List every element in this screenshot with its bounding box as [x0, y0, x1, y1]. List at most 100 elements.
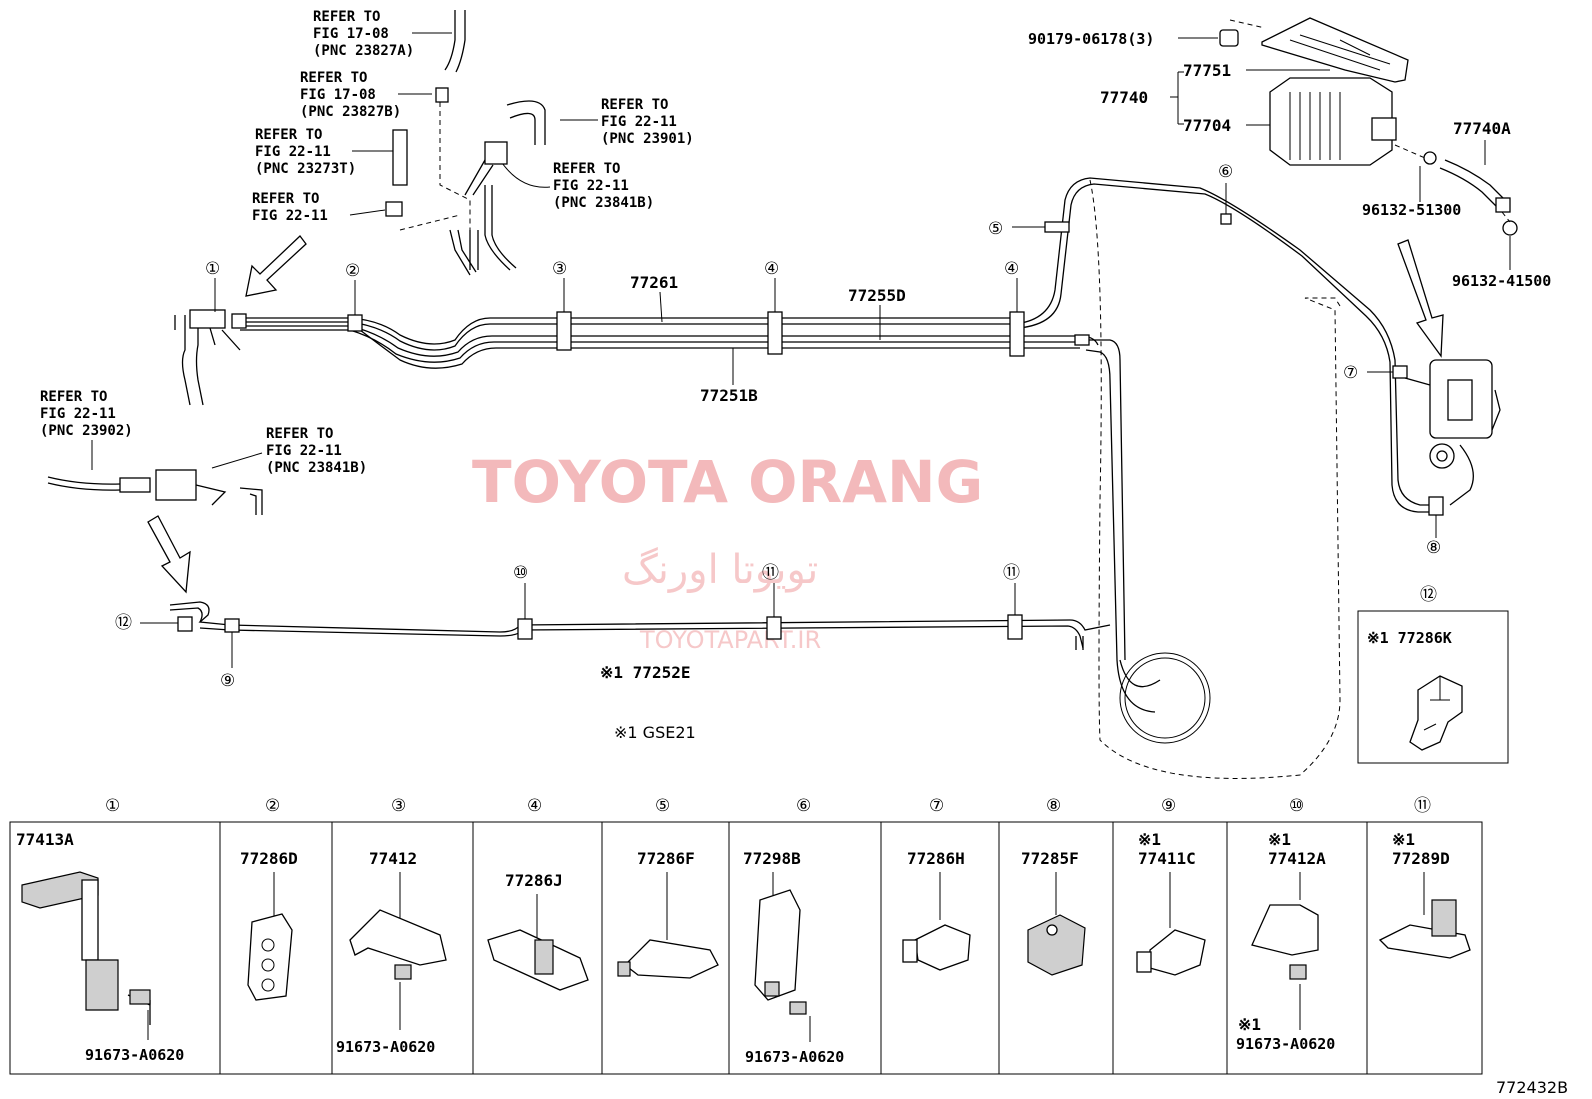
charcoal-canister [1219, 17, 1518, 270]
table-part-7: 77286H [907, 849, 965, 868]
watermark-title: TOYOTA ORANG [472, 448, 983, 516]
svg-text:FIG 17-08: FIG 17-08 [313, 26, 389, 42]
svg-text:FIG 22-11: FIG 22-11 [601, 114, 677, 130]
figure-id: 772432B [1496, 1078, 1568, 1097]
callout-10: ⑩ [513, 563, 528, 583]
callout-5: ⑤ [988, 219, 1003, 239]
table-mark-9: ※1 [1138, 830, 1161, 849]
label-gse21: ※1 GSE21 [614, 723, 696, 742]
table-header-3: ③ [391, 796, 406, 816]
callout-3: ③ [552, 259, 567, 279]
pipe-clamps [224, 213, 1444, 640]
reference-2: REFER TO FIG 17-08 (PNC 23827B) [300, 70, 432, 120]
table-bolt-3: 91673-A0620 [336, 1038, 435, 1056]
svg-text:(PNC 23841B): (PNC 23841B) [553, 195, 654, 211]
label-77255D: 77255D [848, 286, 906, 305]
table-part-10: 77412A [1268, 849, 1326, 868]
svg-text:REFER TO: REFER TO [300, 70, 367, 86]
callout-4-b: ④ [1004, 259, 1019, 279]
svg-text:REFER TO: REFER TO [266, 426, 333, 442]
clamp-table: ① ② ③ ④ ⑤ ⑥ ⑦ ⑧ ⑨ ⑩ ⑪ 77413A 91673-A0620… [9, 796, 1483, 1075]
front-connector [174, 309, 247, 406]
label-77251B: 77251B [700, 386, 758, 405]
filler-hose-assembly [47, 469, 263, 515]
svg-text:REFER TO: REFER TO [553, 161, 620, 177]
table-header-11: ⑪ [1414, 796, 1431, 816]
svg-text:※1 77286K: ※1 77286K [1367, 629, 1452, 647]
callout-8: ⑧ [1426, 538, 1441, 558]
label-77740A: 77740A [1453, 119, 1511, 138]
svg-text:(PNC 23827B): (PNC 23827B) [300, 104, 401, 120]
table-header-4: ④ [527, 796, 542, 816]
callout-9: ⑨ [220, 671, 235, 691]
svg-text:(PNC 23841B): (PNC 23841B) [266, 460, 367, 476]
svg-text:(PNC 23827A): (PNC 23827A) [313, 43, 414, 59]
upper-pipe-bundle [240, 177, 1440, 779]
label-77740: 77740 [1100, 88, 1148, 107]
svg-text:FIG 22-11: FIG 22-11 [266, 443, 342, 459]
svg-text:REFER TO: REFER TO [252, 191, 319, 207]
inset-77286K: ※1 77286K [1357, 610, 1509, 764]
table-boltmark-10: ※1 [1238, 1015, 1261, 1034]
svg-text:FIG 22-11: FIG 22-11 [255, 144, 331, 160]
callout-11-a: ⑪ [762, 563, 779, 583]
label-96132-51300: 96132-51300 [1362, 201, 1461, 219]
table-header-7: ⑦ [929, 796, 944, 816]
reference-6: REFER TO FIG 22-11 (PNC 23841B) [499, 159, 654, 211]
reference-3: REFER TO FIG 22-11 (PNC 23273T) [255, 127, 393, 177]
label-77252E: ※1 77252E [600, 663, 690, 682]
callout-12: ⑫ [115, 613, 132, 633]
table-mark-11: ※1 [1392, 830, 1415, 849]
table-header-1: ① [105, 796, 120, 816]
label-77704: 77704 [1183, 116, 1231, 135]
callout-2: ② [345, 261, 360, 281]
table-part-5: 77286F [637, 849, 695, 868]
watermark-site: TOYOTAPART.IR [639, 626, 821, 654]
reference-5: REFER TO FIG 22-11 (PNC 23901) [560, 97, 694, 147]
callout-1: ① [205, 259, 220, 279]
table-header-6: ⑥ [796, 796, 811, 816]
callout-11-b: ⑪ [1003, 563, 1020, 583]
table-bolt-1: 91673-A0620 [85, 1046, 184, 1064]
svg-text:REFER TO: REFER TO [313, 9, 380, 25]
svg-text:FIG 22-11: FIG 22-11 [40, 406, 116, 422]
table-part-8: 77285F [1021, 849, 1079, 868]
table-mark-10: ※1 [1268, 830, 1291, 849]
direction-arrow-1 [245, 235, 307, 297]
label-90179: 90179-06178(3) [1028, 30, 1154, 48]
svg-text:(PNC 23273T): (PNC 23273T) [255, 161, 356, 177]
table-bolt-6: 91673-A0620 [745, 1048, 844, 1066]
svg-text:REFER TO: REFER TO [40, 389, 107, 405]
direction-arrow-2 [147, 515, 191, 594]
svg-text:(PNC 23902): (PNC 23902) [40, 423, 133, 439]
svg-text:(PNC 23901): (PNC 23901) [601, 131, 694, 147]
table-part-6: 77298B [743, 849, 801, 868]
table-part-1: 77413A [16, 830, 74, 849]
label-77751: 77751 [1183, 61, 1231, 80]
svg-text:REFER TO: REFER TO [255, 127, 322, 143]
table-part-3: 77412 [369, 849, 417, 868]
fuel-pump-module [1404, 359, 1501, 506]
label-77261: 77261 [630, 273, 678, 292]
callout-7: ⑦ [1343, 363, 1358, 383]
callout-12-b: ⑫ [1420, 585, 1437, 605]
reference-8: REFER TO FIG 22-11 (PNC 23841B) [211, 426, 367, 476]
label-96132-41500: 96132-41500 [1452, 272, 1551, 290]
upper-hoses [385, 10, 546, 276]
direction-arrow-3 [1397, 239, 1444, 358]
svg-text:FIG 22-11: FIG 22-11 [252, 208, 328, 224]
reference-4: REFER TO FIG 22-11 [252, 191, 386, 224]
reference-1: REFER TO FIG 17-08 (PNC 23827A) [313, 9, 452, 59]
table-header-2: ② [265, 796, 280, 816]
table-bolt-10: 91673-A0620 [1236, 1035, 1335, 1053]
table-part-4: 77286J [505, 871, 563, 890]
callout-6: ⑥ [1218, 162, 1233, 182]
callout-4-a: ④ [764, 259, 779, 279]
svg-text:REFER TO: REFER TO [601, 97, 668, 113]
table-part-11: 77289D [1392, 849, 1450, 868]
table-part-2: 77286D [240, 849, 298, 868]
table-header-8: ⑧ [1046, 796, 1061, 816]
table-header-5: ⑤ [655, 796, 670, 816]
reference-7: REFER TO FIG 22-11 (PNC 23902) [40, 389, 133, 470]
